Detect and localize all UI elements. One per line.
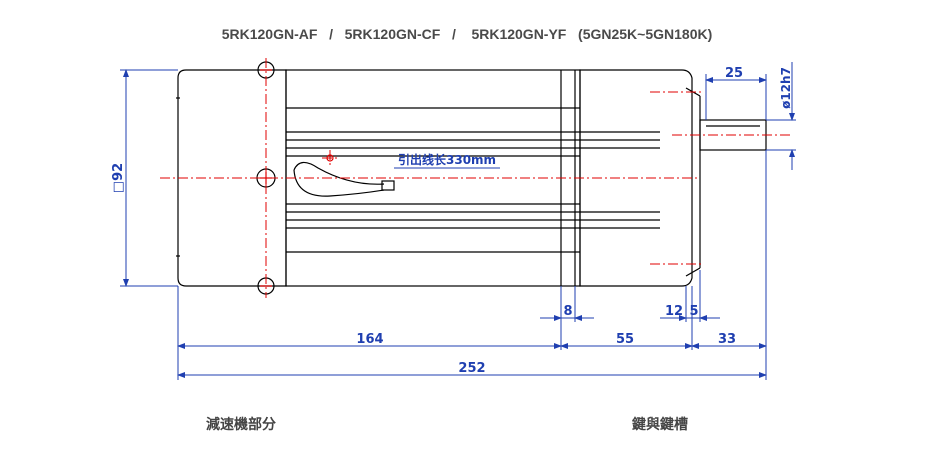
dim-12: 12 bbox=[665, 304, 683, 319]
dim-55: 55 bbox=[616, 332, 634, 347]
lead-wire bbox=[293, 161, 385, 185]
rear-cover bbox=[177, 69, 287, 287]
caption-key-and-keyway: 鍵與鍵槽 bbox=[632, 417, 688, 433]
dim-25: 25 bbox=[725, 66, 743, 81]
dim-square-92: □92 bbox=[111, 163, 126, 193]
dim-5: 5 bbox=[689, 304, 698, 319]
lead-wire-note: 引出线长330mm bbox=[398, 152, 496, 167]
dim-164: 164 bbox=[356, 332, 383, 347]
dimension-lines bbox=[120, 62, 796, 380]
drawing-title: 5RK120GN-AF / 5RK120GN-CF / 5RK120GN-YF … bbox=[221, 26, 713, 42]
dim-33: 33 bbox=[718, 332, 736, 347]
center-lines bbox=[160, 58, 790, 298]
dim-shaft-diameter: ø12h7 bbox=[779, 67, 793, 109]
caption-gearbox-part: 減速機部分 bbox=[206, 417, 276, 433]
dim-8: 8 bbox=[563, 304, 572, 319]
dim-252: 252 bbox=[458, 361, 485, 376]
gearbox bbox=[579, 69, 693, 287]
